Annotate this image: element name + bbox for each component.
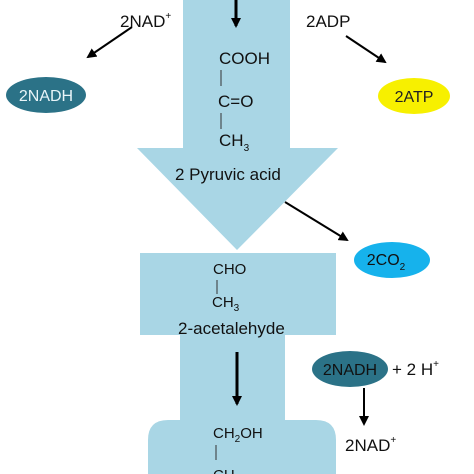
acetaldehyde-cho: CHO (213, 261, 246, 278)
pyruvic-co: C=O (218, 92, 253, 111)
ethanol-ch-partial: CH (213, 467, 235, 474)
nadh-h-oval-label: 2NADH (323, 362, 377, 379)
pyruvic-name: 2 Pyruvic acid (175, 165, 281, 184)
co2-oval (354, 242, 430, 278)
adp-label: 2ADP (306, 12, 350, 31)
nadh-left-label: 2NADH (19, 88, 73, 105)
pyruvic-ch3: CH3 (219, 131, 250, 154)
atp-oval (378, 78, 450, 114)
acetaldehyde-name: 2-acetalehyde (178, 319, 285, 338)
pyruvate-flow-arrow (137, 0, 338, 250)
adp-to-atp-arrow (345, 35, 387, 64)
connector-column (180, 335, 285, 425)
ethanol-box (148, 420, 336, 474)
nad-to-nadh-arrow (86, 26, 133, 59)
nadh-h-oval (312, 351, 388, 387)
pyruvic-cooh: COOH (219, 49, 270, 68)
acetaldehyde-box (140, 253, 336, 335)
nad-bottom-label: 2NAD+ (345, 435, 396, 455)
atp-label: 2ATP (395, 89, 434, 106)
nadh-h-rest-label: + 2 H+ (392, 359, 439, 379)
ethanol-ch2oh: CH2OH (213, 425, 263, 445)
nadh-left-oval (6, 77, 86, 113)
to-co2-arrow (284, 201, 349, 242)
co2-label: 2CO2 (367, 252, 406, 273)
nad-top-label: 2NAD+ (120, 11, 171, 31)
acetaldehyde-ch3: CH3 (212, 294, 240, 314)
